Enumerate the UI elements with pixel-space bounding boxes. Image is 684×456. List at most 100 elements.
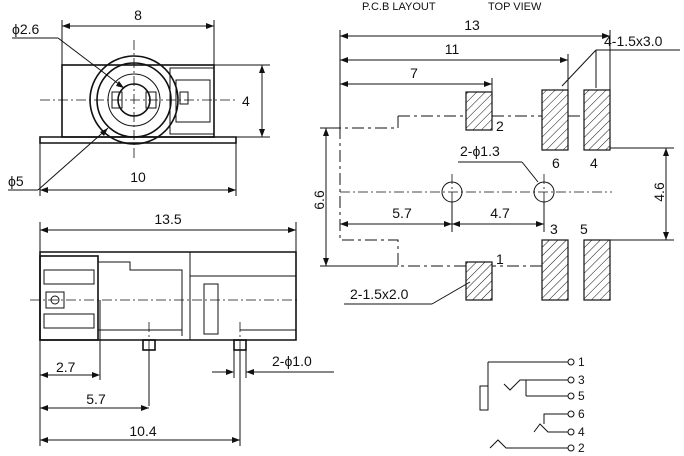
schem-terminal-4 [567,428,575,436]
dim-side57-arrow-right [141,405,149,411]
pcb-pin-2-label: 2 [496,118,504,134]
hole-spec-label: 2-ϕ1.3 [460,143,500,159]
dim-phi10-label: 2-ϕ1.0 [272,353,312,369]
schem-terminal-2 [567,444,575,452]
pad-5 [583,239,611,301]
dim-pcb47-label: 4.7 [490,205,510,221]
phi26-leader [57,37,125,89]
pad-spec-4-leader-a [561,49,597,87]
dim-135-arrow-left [40,227,48,233]
dim-8-arrow-left [62,23,70,29]
dim-13-arrow-right [602,33,610,39]
dim-4-arrow-bottom [259,129,265,137]
dim-side57-arrow-left [40,405,48,411]
dim-pcb47-arrow-right [536,221,544,227]
dim-phi10-arrow-right [246,369,254,375]
dim-11-label: 11 [445,41,460,57]
dim-66-label: 6.6 [311,190,327,210]
dim-pcb57-arrow-right [444,221,452,227]
dim-27-label: 2.7 [56,359,76,375]
dim-46-arrow-bottom [663,232,669,240]
schem-terminal-3 [567,376,575,384]
schem-line-2 [489,439,568,449]
side-rear-block [189,252,296,340]
dim-104-arrow-right [232,437,240,443]
side-inner-profile [98,261,183,336]
dim-10-arrow-left [40,187,48,193]
schem-pin-4-label: 4 [578,425,585,439]
schem-line-4 [533,423,568,433]
dim-13-arrow-left [340,33,348,39]
pcb-layout-title: P.C.B LAYOUT [362,1,436,13]
dim-phi26-label: ϕ2.6 [12,21,40,37]
hole-spec-leader [521,161,539,183]
pcb-pin-5-label: 5 [580,221,588,237]
side-nose-slot-top [43,269,95,285]
dim-pcb57-arrow-left [340,221,348,227]
dim-phi10-arrow-left [226,369,234,375]
side-view: 13.5 2.7 5.7 10.4 2-ϕ1.0 [30,211,334,446]
dim-135-arrow-right [288,227,296,233]
pcb-body-outline [339,115,611,267]
front-view: 8 ϕ2.6 4 ϕ5 10 [8,7,270,196]
pcb-pin-6-label: 6 [552,155,560,171]
dim-7-label: 7 [410,65,418,81]
phi5-arrow [100,128,108,136]
front-contact [179,91,189,105]
pcb-pin-1-label: 1 [496,251,504,267]
dim-27-arrow-right [92,372,100,378]
dim-66-arrow-bottom [323,258,329,266]
phi26-arrow [116,81,124,88]
pad-6 [541,89,569,151]
dim-10-arrow-right [228,187,236,193]
pad-3 [541,239,569,301]
schem-terminal-6 [567,410,575,418]
dim-13-label: 13 [464,17,480,33]
dim-pcb57-label: 5.7 [392,205,412,221]
schem-pin-6-label: 6 [578,407,585,421]
schem-pin-1-label: 1 [578,355,585,369]
schem-pin-2-label: 2 [578,441,585,455]
schem-line-3 [503,379,568,391]
dim-46-arrow-top [663,148,669,156]
front-body-outline [61,64,215,138]
dim-4-label: 4 [242,93,250,109]
pad-2 [465,91,493,131]
dim-4-arrow-top [259,65,265,73]
phi5-leader [37,127,109,191]
dim-side57-label: 5.7 [86,391,106,407]
dim-7-arrow-left [340,81,348,87]
pcb-pin-3-label: 3 [550,221,558,237]
front-right-tab [169,67,215,135]
dim-104-label: 10.4 [129,423,156,439]
schem-pin-3-label: 3 [578,373,585,387]
side-nose-slot-bottom [43,313,95,329]
dim-pcb47-arrow-left [452,221,460,227]
dim-phi5-label: ϕ5 [8,173,24,189]
pad-spec-2-label: 2-1.5x2.0 [350,286,409,302]
schem-pin-5-label: 5 [578,389,585,403]
dim-8-arrow-right [206,23,214,29]
dim-7-arrow-right [484,81,492,87]
pad-1 [465,261,493,301]
dim-10-label: 10 [130,169,146,185]
side-body-outline [39,251,297,341]
side-nose [39,255,99,341]
pad-spec-2-leader [431,281,471,305]
dim-27-arrow-left [40,372,48,378]
pad-spec-4-label: 4-1.5x3.0 [604,33,663,49]
front-base-flange [39,136,237,144]
schem-sleeve [479,385,489,411]
schem-line-6 [543,413,568,424]
dim-135-label: 13.5 [154,211,181,227]
pcb-view-title: TOP VIEW [488,1,542,13]
front-right-tab-inner [175,79,211,123]
side-slot [203,283,219,335]
side-pin-hole [45,291,65,309]
dim-11-arrow-left [340,57,348,63]
dim-8-label: 8 [134,7,142,23]
dim-46-label: 4.6 [651,182,667,202]
schem-terminal-1 [567,358,575,366]
